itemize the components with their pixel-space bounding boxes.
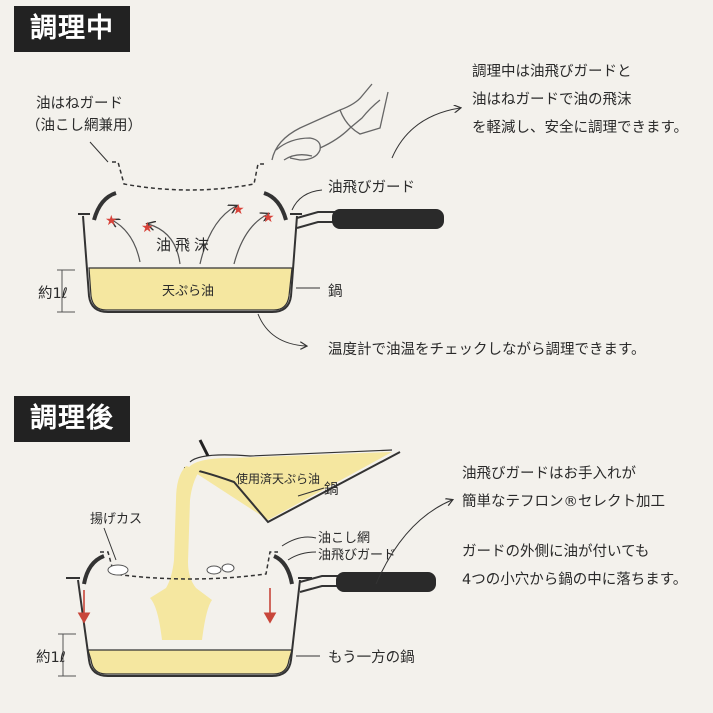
pouring-pot — [150, 439, 401, 640]
strainer-net — [100, 551, 278, 580]
oil-guard-right — [263, 191, 288, 221]
curve-arrow-top — [391, 108, 460, 159]
section-badge-cooking: 調理中 — [14, 6, 130, 52]
pan-handle — [332, 209, 444, 229]
curve-arrow-thermo — [257, 313, 306, 346]
oil-label: 天ぷら油 — [162, 284, 215, 299]
oil-fill-2 — [87, 649, 293, 675]
depth-bracket — [57, 269, 75, 313]
splash-guard-label: 油はねガード — [36, 96, 123, 112]
curve-arrow-bottom — [375, 500, 452, 585]
splash-star: ★ — [262, 210, 275, 226]
thermometer-note: 温度計で油温をチェックしながら調理できます。 — [328, 342, 646, 358]
oil-guard-left-2 — [82, 554, 105, 585]
splash-star: ★ — [232, 202, 245, 218]
used-oil-label: 使用済天ぷら油 — [236, 472, 321, 486]
hand-illustration — [271, 83, 389, 161]
splash-label: 油飛沫 — [156, 236, 214, 254]
oil-fill — [88, 267, 293, 311]
oil-guard-label: 油飛びガード — [328, 180, 415, 196]
pan-after — [58, 551, 436, 677]
used-oil — [188, 452, 392, 520]
depth-label: 約1ℓ — [38, 286, 68, 302]
teflon-description: 油飛びガードはお手入れが 簡単なテフロン®セレクト加工 — [462, 466, 665, 510]
section-badge-after: 調理後 — [14, 396, 130, 442]
depth-label-2: 約1ℓ — [36, 650, 66, 666]
oil-guard-left — [92, 191, 117, 221]
other-pot-label: もう一方の鍋 — [328, 650, 415, 666]
strainer-label: 油こし網 — [318, 531, 371, 546]
pot-label: 鍋 — [328, 284, 343, 300]
splash-guard-sublabel: （油こし網兼用） — [26, 118, 142, 134]
pan-body-2 — [77, 579, 301, 677]
pan-handle-2 — [336, 572, 436, 592]
pot-label-2: 鍋 — [324, 482, 339, 498]
crumbs-label: 揚げカス — [90, 512, 143, 527]
leader-oil-guard — [291, 189, 323, 211]
oil-guard-label-2: 油飛びガード — [318, 548, 397, 563]
drain-description: ガードの外側に油が付いても 4つの小穴から鍋の中に落ちます。 — [462, 544, 688, 588]
pan-cooking: ★ ★ ★ ★ — [57, 161, 444, 313]
splash-star: ★ — [105, 213, 118, 229]
leader-splash-guard — [89, 141, 109, 163]
pan-body — [82, 215, 298, 313]
depth-bracket-2 — [58, 633, 76, 677]
oil-guard-right-2 — [273, 554, 294, 585]
splash-star: ★ — [141, 220, 154, 236]
splash-guard-net — [112, 161, 264, 191]
cooking-description: 調理中は油飛びガードと 油はねガードで油の飛沫 を軽減し、安全に調理できます。 — [472, 64, 689, 136]
oil-stream — [150, 466, 212, 640]
